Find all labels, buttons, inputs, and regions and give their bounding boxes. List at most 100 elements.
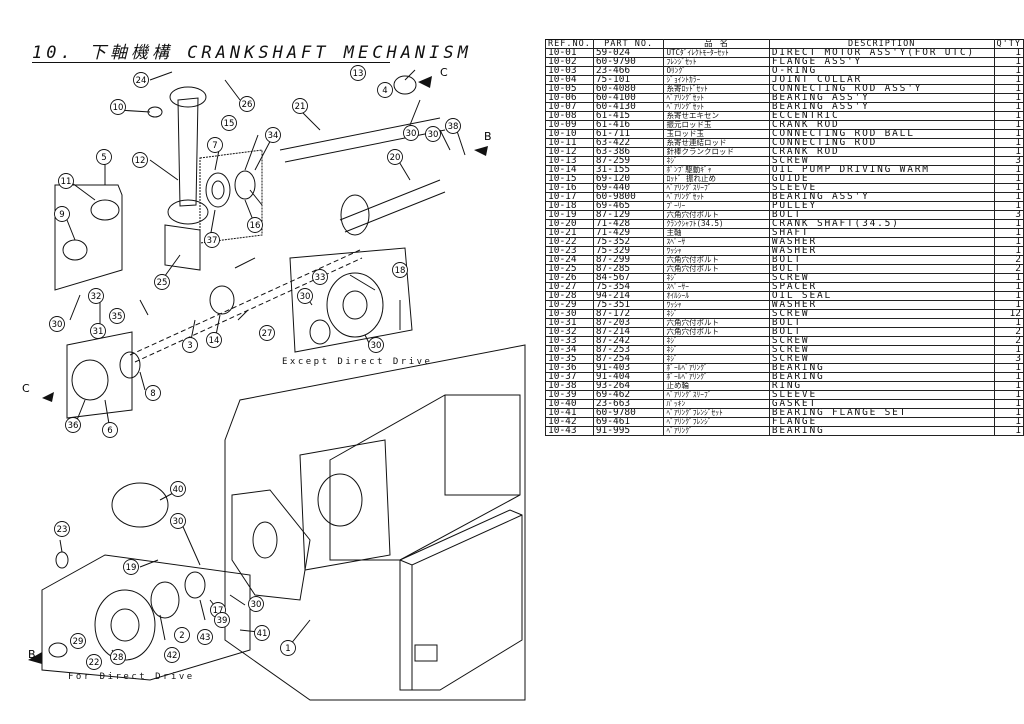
crank-shaft <box>339 179 446 233</box>
arrow-label-c-top: C <box>440 66 448 79</box>
cell-ref: 10-17 <box>545 192 594 202</box>
cell-ref: 10-15 <box>545 174 594 184</box>
cell-name: ｵｲﾙｼｰﾙ <box>663 291 770 301</box>
cell-ref: 10-08 <box>545 111 594 121</box>
callout-label: 6 <box>107 426 112 436</box>
header-part-no: PART NO. <box>592 39 665 49</box>
cell-ref: 10-06 <box>545 93 594 103</box>
callout-16: 16 <box>247 217 263 233</box>
callout-30: 30 <box>248 596 264 612</box>
callout-label: 14 <box>209 336 220 346</box>
callout-label: 30 <box>300 292 311 302</box>
callout-40: 40 <box>170 481 186 497</box>
frame-motor-assy <box>224 344 526 701</box>
cell-part: 87-203 <box>592 318 665 328</box>
cell-qty: 1 <box>993 300 1024 310</box>
parts-table-header: REF.NO. PART NO. 品 名 DESCRIPTION Q'TY <box>545 39 1024 49</box>
cell-desc: BEARING ASS'Y <box>768 102 995 112</box>
callout-label: 24 <box>136 76 147 86</box>
cell-qty: 1 <box>993 237 1024 247</box>
page-title: 10. 下軸機構 CRANKSHAFT MECHANISM <box>32 43 472 63</box>
washer-23 <box>55 551 69 569</box>
cell-ref: 10-16 <box>545 183 594 193</box>
cell-part: 75-351 <box>592 300 665 310</box>
cell-desc: BOLT <box>768 327 995 337</box>
cell-desc: SLEEVE <box>768 390 995 400</box>
callout-label: 43 <box>200 633 211 643</box>
cell-name: ｽﾍﾟｰｻ <box>663 237 770 247</box>
callout-30: 30 <box>297 288 313 304</box>
callout-26: 26 <box>239 96 255 112</box>
cell-ref: 10-24 <box>545 255 594 265</box>
arrow-label-b-top: B <box>484 130 492 143</box>
cell-ref: 10-40 <box>545 399 594 409</box>
cell-desc: BOLT <box>768 264 995 274</box>
callout-1: 1 <box>280 640 296 656</box>
callout-label: 36 <box>68 421 79 431</box>
cell-name: 主軸 <box>663 228 770 238</box>
cell-desc: RING <box>768 381 995 391</box>
cell-desc: JOINT COLLAR <box>768 75 995 85</box>
cell-part: 61-711 <box>592 129 665 139</box>
callout-8: 8 <box>145 385 161 401</box>
cell-ref: 10-13 <box>545 156 594 166</box>
cell-name: ｸﾗﾝｸｼｬﾌﾄ(34.5) <box>663 219 770 229</box>
callout-label: 4 <box>382 86 387 96</box>
callout-label: 41 <box>257 629 268 639</box>
cell-part: 60-4080 <box>592 84 665 94</box>
cell-part: 71-429 <box>592 228 665 238</box>
cell-desc: BEARING ASS'Y <box>768 192 995 202</box>
cell-name: ﾈｼﾞ <box>663 345 770 355</box>
cell-qty: 1 <box>993 291 1024 301</box>
cell-ref: 10-30 <box>545 309 594 319</box>
callout-36: 36 <box>65 417 81 433</box>
cell-name: Oﾘﾝｸﾞ <box>663 66 770 76</box>
motor-body <box>329 394 521 561</box>
cell-qty: 1 <box>993 138 1024 148</box>
cell-desc: BOLT <box>768 210 995 220</box>
bearing-7 <box>205 172 231 208</box>
cell-part: 60-9790 <box>592 57 665 67</box>
cell-ref: 10-03 <box>545 66 594 76</box>
caption-for-direct-drive: For Direct Drive <box>68 672 195 682</box>
callout-label: 30 <box>52 320 63 330</box>
cell-name: ﾍﾞｱﾘﾝｸﾞ <box>663 426 770 436</box>
crank-web <box>340 194 370 236</box>
cell-part: 69-462 <box>592 390 665 400</box>
callout-18: 18 <box>392 262 408 278</box>
cell-ref: 10-05 <box>545 84 594 94</box>
callout-24: 24 <box>133 72 149 88</box>
callout-30: 30 <box>425 126 441 142</box>
callout-31: 31 <box>90 323 106 339</box>
callout-label: 7 <box>212 141 217 151</box>
cell-qty: 1 <box>993 201 1024 211</box>
callout-5: 5 <box>96 149 112 165</box>
flange-42 <box>94 589 156 661</box>
cell-ref: 10-21 <box>545 228 594 238</box>
cell-desc: SLEEVE <box>768 183 995 193</box>
cell-part: 87-129 <box>592 210 665 220</box>
cell-desc: CONNECTING ROD <box>768 138 995 148</box>
cell-name: ﾛｯﾄﾞ 振れ止め <box>663 174 770 184</box>
cell-part: 63-386 <box>592 147 665 157</box>
cell-part: 59-024 <box>592 48 665 58</box>
header-qty: Q'TY <box>993 39 1024 49</box>
cell-ref: 10-37 <box>545 372 594 382</box>
cell-part: 87-299 <box>592 255 665 265</box>
cell-qty: 1 <box>993 57 1024 67</box>
cell-part: 60-4130 <box>592 102 665 112</box>
callout-43: 43 <box>197 629 213 645</box>
